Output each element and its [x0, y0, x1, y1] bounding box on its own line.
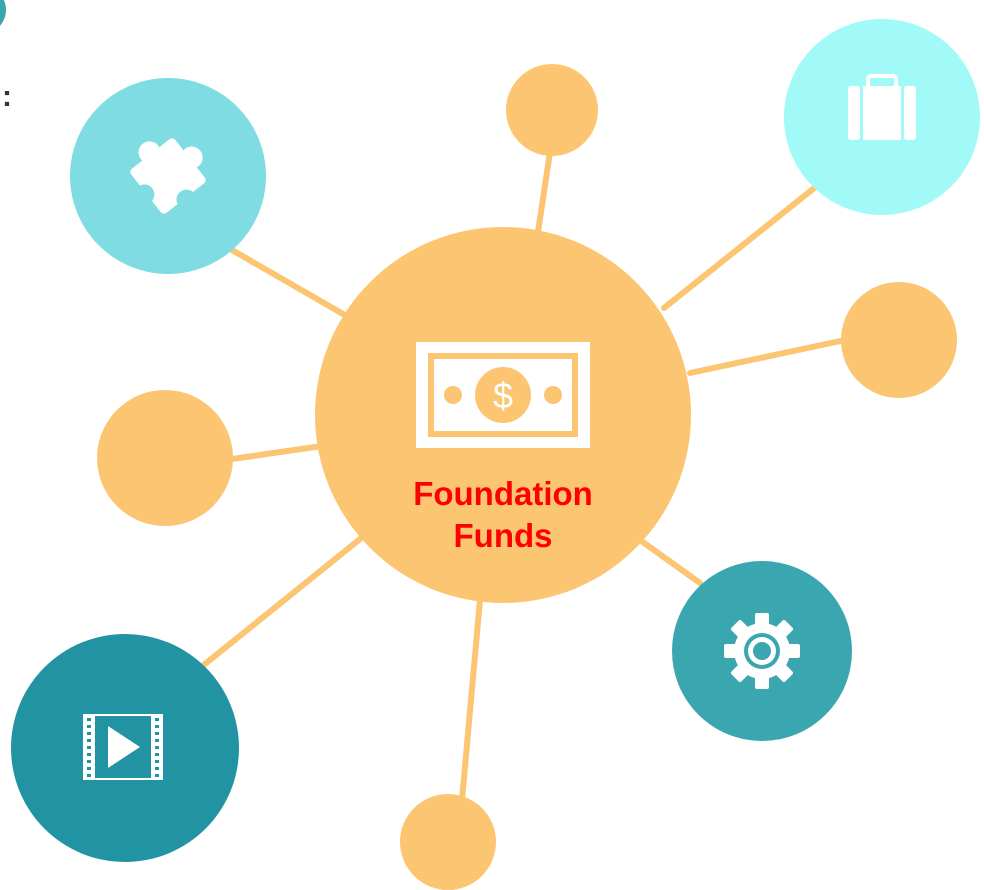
currency-symbol: $ [493, 375, 513, 416]
briefcase-icon [848, 74, 916, 140]
video-play-icon [83, 714, 163, 780]
center-node: $ Foundation Funds [315, 227, 691, 603]
partial-node-top-left [0, 0, 6, 26]
node-video [11, 634, 239, 862]
connector-gear [637, 537, 703, 586]
connector-video [197, 532, 368, 671]
connector-puzzle [229, 247, 353, 321]
connector-orange-right [687, 337, 848, 376]
node-orange-right [841, 282, 957, 398]
node-puzzle [70, 78, 266, 274]
connector-briefcase [661, 182, 821, 311]
center-title-line2: Funds [454, 517, 553, 554]
connector-orange-top [535, 149, 553, 235]
gear-icon [724, 613, 800, 689]
center-title-line1: Foundation [413, 475, 593, 512]
node-orange-bottom [400, 794, 496, 890]
node-briefcase [784, 19, 980, 215]
connector-orange-bottom [459, 597, 483, 803]
puzzle-icon [130, 138, 206, 214]
node-orange-left [97, 390, 233, 526]
node-orange-top [506, 64, 598, 156]
node-gear [672, 561, 852, 741]
connectors [197, 149, 848, 803]
corner-colon: : [2, 80, 12, 113]
connector-orange-left [222, 443, 325, 463]
dollar-bill-icon: $ [416, 342, 590, 448]
